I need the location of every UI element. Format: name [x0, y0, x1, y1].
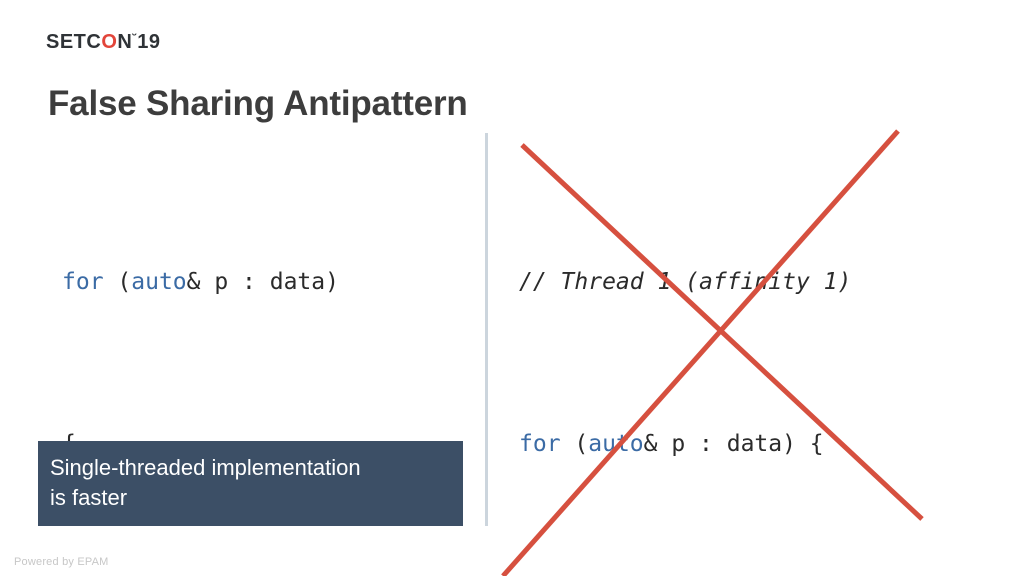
code-keyword-auto: auto [131, 269, 187, 295]
logo-accent-letter: O [101, 31, 118, 53]
code-text: & p : data) [186, 269, 339, 295]
code-line: for (auto& p : data) { [519, 417, 851, 471]
footer-powered-by: Powered by EPAM [14, 556, 109, 568]
logo-part2: N [117, 31, 133, 53]
setcon-logo: SETCON˘19 [46, 31, 160, 54]
code-keyword-for: for [62, 269, 104, 295]
code-keyword-for: for [519, 431, 561, 457]
logo-part1: SETC [46, 31, 102, 53]
code-text: & p : data) { [643, 431, 824, 457]
code-text: ( [560, 431, 589, 457]
logo-tick-mark: ˘ [132, 31, 138, 46]
column-divider [485, 133, 488, 526]
code-keyword-auto: auto [588, 431, 644, 457]
callout-line-1: Single-threaded implementation [50, 455, 361, 480]
callout-line-2: is faster [50, 485, 128, 510]
page-title: False Sharing Antipattern [48, 84, 468, 123]
callout-box: Single-threaded implementation is faster [38, 441, 463, 526]
code-block-multi-threaded: // Thread 1 (affinity 1) for (auto& p : … [519, 147, 851, 576]
code-text: ( [103, 269, 132, 295]
code-line: for (auto& p : data) [62, 255, 339, 309]
code-line: // Thread 1 (affinity 1) [519, 255, 851, 309]
code-comment: // Thread 1 (affinity 1) [519, 269, 852, 295]
logo-year: 19 [137, 31, 161, 53]
